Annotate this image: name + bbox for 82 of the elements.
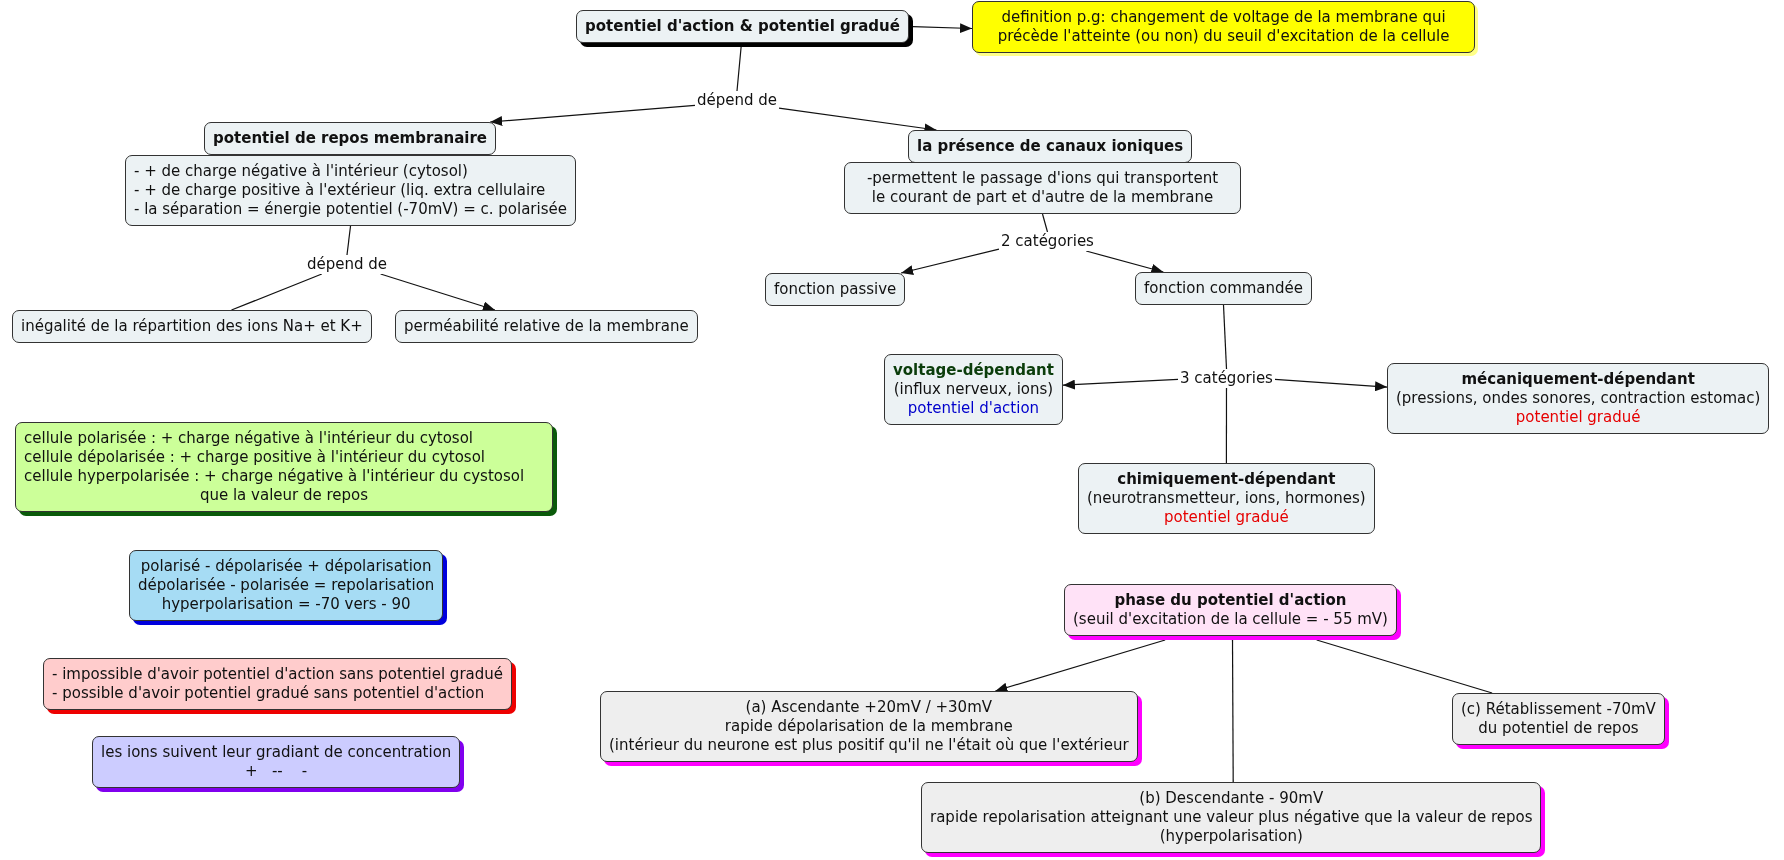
note-text: dépolarisée - polarisée = repolarisation — [138, 576, 435, 595]
concept-title: mécaniquement-dépendant — [1460, 370, 1696, 389]
note-box — [43, 658, 516, 714]
concept-text: inégalité de la répartition des ions Na+ et K+ — [21, 317, 363, 336]
arrow — [912, 23, 973, 34]
concept-text: rapide dépolarisation de la membrane — [723, 717, 1014, 736]
concept-title: potentiel de repos membranaire — [213, 129, 487, 148]
arrow — [380, 273, 496, 312]
note-text: - possible d'avoir potentiel gradué sans potentiel d'action — [52, 684, 486, 703]
note-text: cellule hyperpolarisée : + charge négative à l'intérieur du cystosol que la valeur de repos — [24, 467, 526, 505]
note-text: polarisé - dépolarisée + dépolarisation — [139, 557, 433, 576]
note-text: les ions suivent leur gradiant de concentration — [101, 743, 452, 762]
concept-text: (a) Ascendante +20mV / +30mV — [744, 698, 993, 717]
note-text: cellule dépolarisée : + charge positive à l'intérieur du cytosol — [24, 448, 486, 467]
concept-text: du potentiel de repos — [1477, 719, 1640, 738]
arrow — [1062, 378, 1179, 390]
concept-text: (b) Descendante - 90mV — [1138, 789, 1325, 808]
concept-box — [921, 782, 1546, 857]
concept-box — [395, 310, 698, 343]
note-text: hyperpolarisation = -70 vers - 90 — [160, 595, 412, 614]
definition-box — [972, 1, 1478, 56]
concept-box — [125, 155, 576, 226]
concept-box — [908, 130, 1193, 163]
concept-text: potentiel gradué — [1163, 508, 1290, 527]
concept-text: - + de charge négative à l'intérieur (cytosol) — [134, 162, 469, 181]
linking-phrase: dépend de — [695, 91, 780, 110]
concept-box — [844, 162, 1241, 214]
concept-title: phase du potentiel d'action — [1113, 591, 1348, 610]
connector-line — [1225, 387, 1228, 464]
note-text: - impossible d'avoir potentiel d'action sans potentiel gradué — [52, 665, 503, 684]
concept-text: - la séparation = énergie potentiel (-70mV) = c. polarisée — [134, 200, 567, 219]
concept-text: fonction commandée — [1144, 279, 1304, 298]
connector-line — [736, 46, 742, 92]
concept-title: voltage-dépendant — [893, 361, 1054, 380]
arrow — [1085, 250, 1164, 274]
concept-text: (pressions, ondes sonores, contraction estomac) — [1396, 389, 1761, 408]
concept-box — [1452, 693, 1669, 749]
concept-box — [1064, 584, 1401, 640]
concept-text: (neurotransmetteur, ions, hormones) — [1087, 489, 1366, 508]
arrow — [994, 639, 1166, 693]
concept-box — [600, 691, 1142, 766]
connector-line — [230, 273, 323, 311]
concept-text: fonction passive — [774, 280, 897, 299]
concept-title: potentiel d'action & potentiel gradué — [585, 17, 900, 36]
concept-text: (influx nerveux, ions) — [893, 380, 1054, 399]
connector-line — [1231, 639, 1234, 783]
concept-text: perméabilité relative de la membrane — [404, 317, 689, 336]
arrow — [1274, 378, 1388, 392]
note-box — [129, 550, 448, 625]
concept-box — [576, 10, 913, 47]
concept-text: (c) Rétablissement -70mV — [1461, 700, 1656, 719]
note-box — [92, 736, 465, 792]
concept-box — [884, 354, 1063, 425]
linking-phrase: 3 catégories — [1178, 369, 1275, 388]
concept-box — [12, 310, 372, 343]
concept-box — [1078, 463, 1375, 534]
concept-box — [1387, 363, 1770, 434]
concept-title: chimiquement-dépendant — [1116, 470, 1337, 489]
concept-box — [1135, 272, 1313, 305]
concept-text: - + de charge positive à l'extérieur (liq. extra cellulaire — [134, 181, 547, 200]
concept-text: potentiel d'action — [906, 399, 1041, 418]
connector-line — [1041, 213, 1049, 233]
arrow — [489, 104, 696, 126]
concept-box — [204, 122, 496, 155]
definition-text: definition p.g: changement de voltage de la membrane qui précède l'atteinte (ou non) du seuil d'excitation de la cellule — [996, 8, 1451, 46]
concept-text: (hyperpolarisation) — [1158, 827, 1304, 846]
note-text: + -- - — [244, 762, 309, 781]
note-text: cellule polarisée : + charge négative à l'intérieur du cytosol — [24, 429, 474, 448]
concept-title: la présence de canaux ioniques — [917, 137, 1184, 156]
concept-text: -permettent le passage d'ions qui transportent le courant de part et d'autre de la membrane — [865, 169, 1220, 207]
note-box — [15, 422, 557, 516]
concept-text: (seuil d'excitation de la cellule = - 55 mV) — [1073, 610, 1388, 629]
linking-phrase: 2 catégories — [999, 232, 1096, 251]
concept-text: rapide repolarisation atteignant une valeur plus négative que la valeur de repos — [930, 808, 1533, 827]
concept-box — [765, 273, 906, 306]
arrow — [900, 248, 1000, 275]
connector-line — [1316, 639, 1493, 694]
concept-text: (intérieur du neurone est plus positif qu'il ne l'était où que l'extérieur — [609, 736, 1129, 755]
linking-phrase: dépend de — [305, 255, 390, 274]
connector-line — [1222, 304, 1228, 370]
concept-text: potentiel gradué — [1514, 408, 1642, 427]
connector-line — [346, 225, 352, 256]
